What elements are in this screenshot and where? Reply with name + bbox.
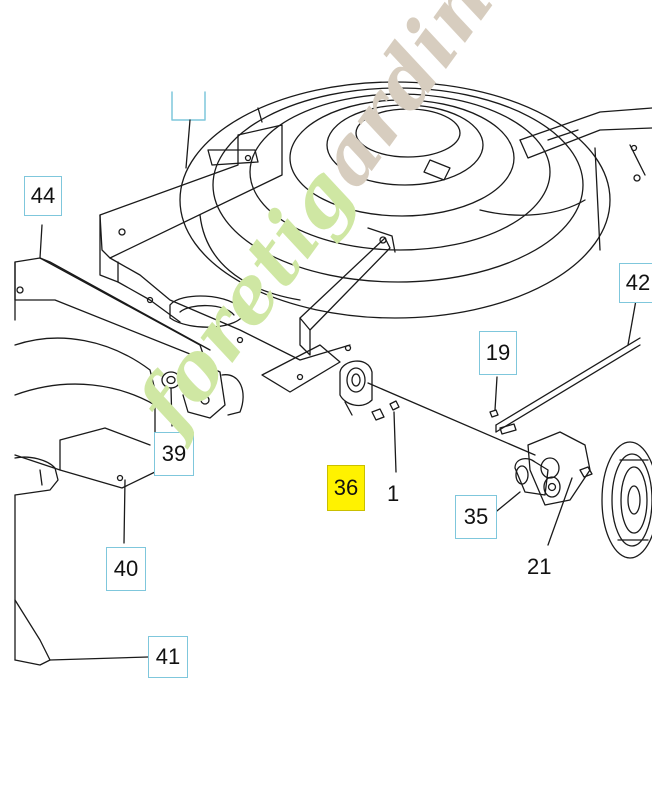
- top-callout-fragment: [171, 91, 263, 169]
- callout-42: 42: [619, 263, 652, 303]
- screw-part-21: [547, 477, 573, 546]
- axle-line: [367, 382, 536, 456]
- nut-part-39: [161, 371, 181, 427]
- wheel-bracket-part-36: [339, 360, 373, 416]
- callout-21: 21: [527, 554, 552, 579]
- callout-19: 19: [479, 331, 517, 375]
- callout-1: 1: [387, 481, 400, 506]
- deck-dome: [179, 81, 611, 319]
- rear-top-plate: [519, 107, 652, 251]
- callout-40: 40: [106, 547, 146, 591]
- deck-side-plate: [99, 124, 283, 283]
- screws-part-1: [371, 400, 400, 473]
- wheel-hub-bracket: [527, 431, 593, 506]
- callout-36-highlighted: 36: [327, 465, 365, 511]
- deck-skirt: [109, 257, 351, 361]
- rear-flap-part-40: [14, 337, 156, 544]
- callout-41: 41: [148, 636, 188, 678]
- callout-35: 35: [455, 495, 497, 539]
- callout-39: 39: [154, 432, 194, 476]
- grass-catcher-part-41: [14, 456, 149, 666]
- callout-44: 44: [24, 176, 62, 216]
- side-panel-part-44: [14, 224, 244, 419]
- pin-part-19: [489, 376, 517, 435]
- bushing-part-35: [491, 457, 549, 516]
- rod-part-42: [495, 299, 641, 433]
- height-adjust-bracket: [261, 227, 396, 393]
- rear-wheel: [601, 441, 652, 559]
